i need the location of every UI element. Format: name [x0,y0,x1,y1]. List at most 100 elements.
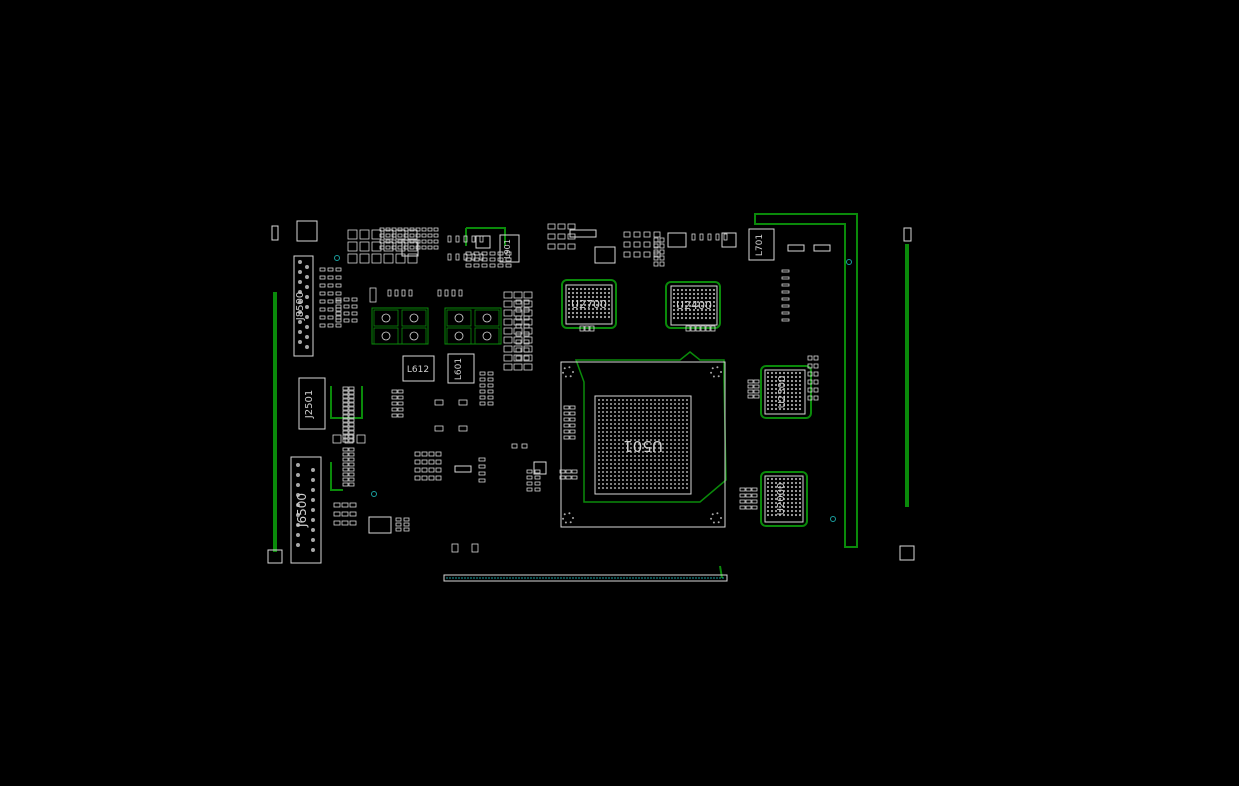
smd-pad [407,253,418,264]
bga-ball [626,451,628,453]
bga-ball [786,379,790,383]
bga-ball [602,399,604,401]
bga-ball [634,435,636,437]
bga-ball [614,487,616,489]
bga-ball [794,403,798,407]
smd-pad [813,355,819,361]
bga-ball [650,431,652,433]
bga-ball [672,296,676,300]
bga-ball [646,415,648,417]
bga-ball [587,299,591,303]
bga-ball [606,475,608,477]
smd-pad [397,407,404,412]
bga-ball [638,479,640,481]
smd-pad [327,275,334,280]
bga-ball [766,481,770,485]
bga-ball [618,403,620,405]
bga-ball [662,487,664,489]
bga-ball [634,403,636,405]
bga-ball [638,463,640,465]
inductor-pad [373,309,399,327]
bga-ball [672,304,676,308]
bga-ball [618,447,620,449]
bga-ball [688,308,692,312]
bga-ball [794,513,798,517]
bga-ball [602,455,604,457]
bga-ball [626,439,628,441]
smd-pad [503,336,513,344]
bga-ball [682,443,684,445]
smd-pad [559,469,566,474]
smd-pad [344,434,354,444]
bga-ball [662,451,664,453]
bga-ball [686,439,688,441]
bga-ball [766,485,770,489]
smd-pad [415,227,421,232]
bga-ball [595,287,599,291]
bga-ball [607,291,611,295]
bga-ball [654,423,656,425]
bga-ball [587,315,591,319]
bga-ball [634,471,636,473]
bga-ball [782,403,786,407]
bga-ball [686,471,688,473]
smd-pad [403,517,410,522]
smd-pad [434,399,444,406]
bga-ball [602,479,604,481]
smd-pad [745,493,752,498]
bga-ball [666,411,668,413]
bga-ball [579,303,583,307]
smd-pad [478,457,486,462]
smd-pad [343,311,350,316]
label-u2700: U2700 [571,298,607,311]
bga-ball [638,399,640,401]
bga-ball [630,463,632,465]
bga-ball [614,439,616,441]
bga-ball [622,451,624,453]
bga-ball [778,509,782,513]
bga-ball [786,493,790,497]
smd-pad [751,499,758,504]
bga-ball [634,431,636,433]
mount-pad [717,521,720,524]
smd-pad [327,283,334,288]
bga-ball [606,423,608,425]
smd-pad [319,283,326,288]
bga-ball [798,387,802,391]
bga-ball [682,399,684,401]
bga-ball [794,485,798,489]
bga-ball [571,315,575,319]
bga-ball [602,427,604,429]
smd-pad [397,233,403,238]
bga-ball [670,435,672,437]
bga-ball [622,483,624,485]
smd-pad [653,237,659,243]
smd-pad [563,423,570,428]
bga-ball [682,415,684,417]
bga-ball [688,304,692,308]
bga-ball [678,403,680,405]
bga-ball [634,483,636,485]
bga-ball [666,439,668,441]
bga-ball [678,479,680,481]
bga-ball [610,467,612,469]
bga-ball [774,399,778,403]
smd-pad [569,405,576,410]
bga-ball [603,315,607,319]
smd-pad [414,451,421,457]
connector-pin [305,285,309,289]
bga-ball [630,427,632,429]
bga-ball [567,315,571,319]
bga-ball [654,467,656,469]
bga-ball [658,451,660,453]
bga-ball [678,471,680,473]
smd-pad [342,426,349,431]
bga-ball [778,383,782,387]
smd-pad [428,467,435,473]
connector-pin [311,548,315,552]
bga-ball [599,303,603,307]
bga-ball [666,431,668,433]
bga-ball [618,455,620,457]
smd-pad [563,435,570,440]
bga-ball [670,443,672,445]
